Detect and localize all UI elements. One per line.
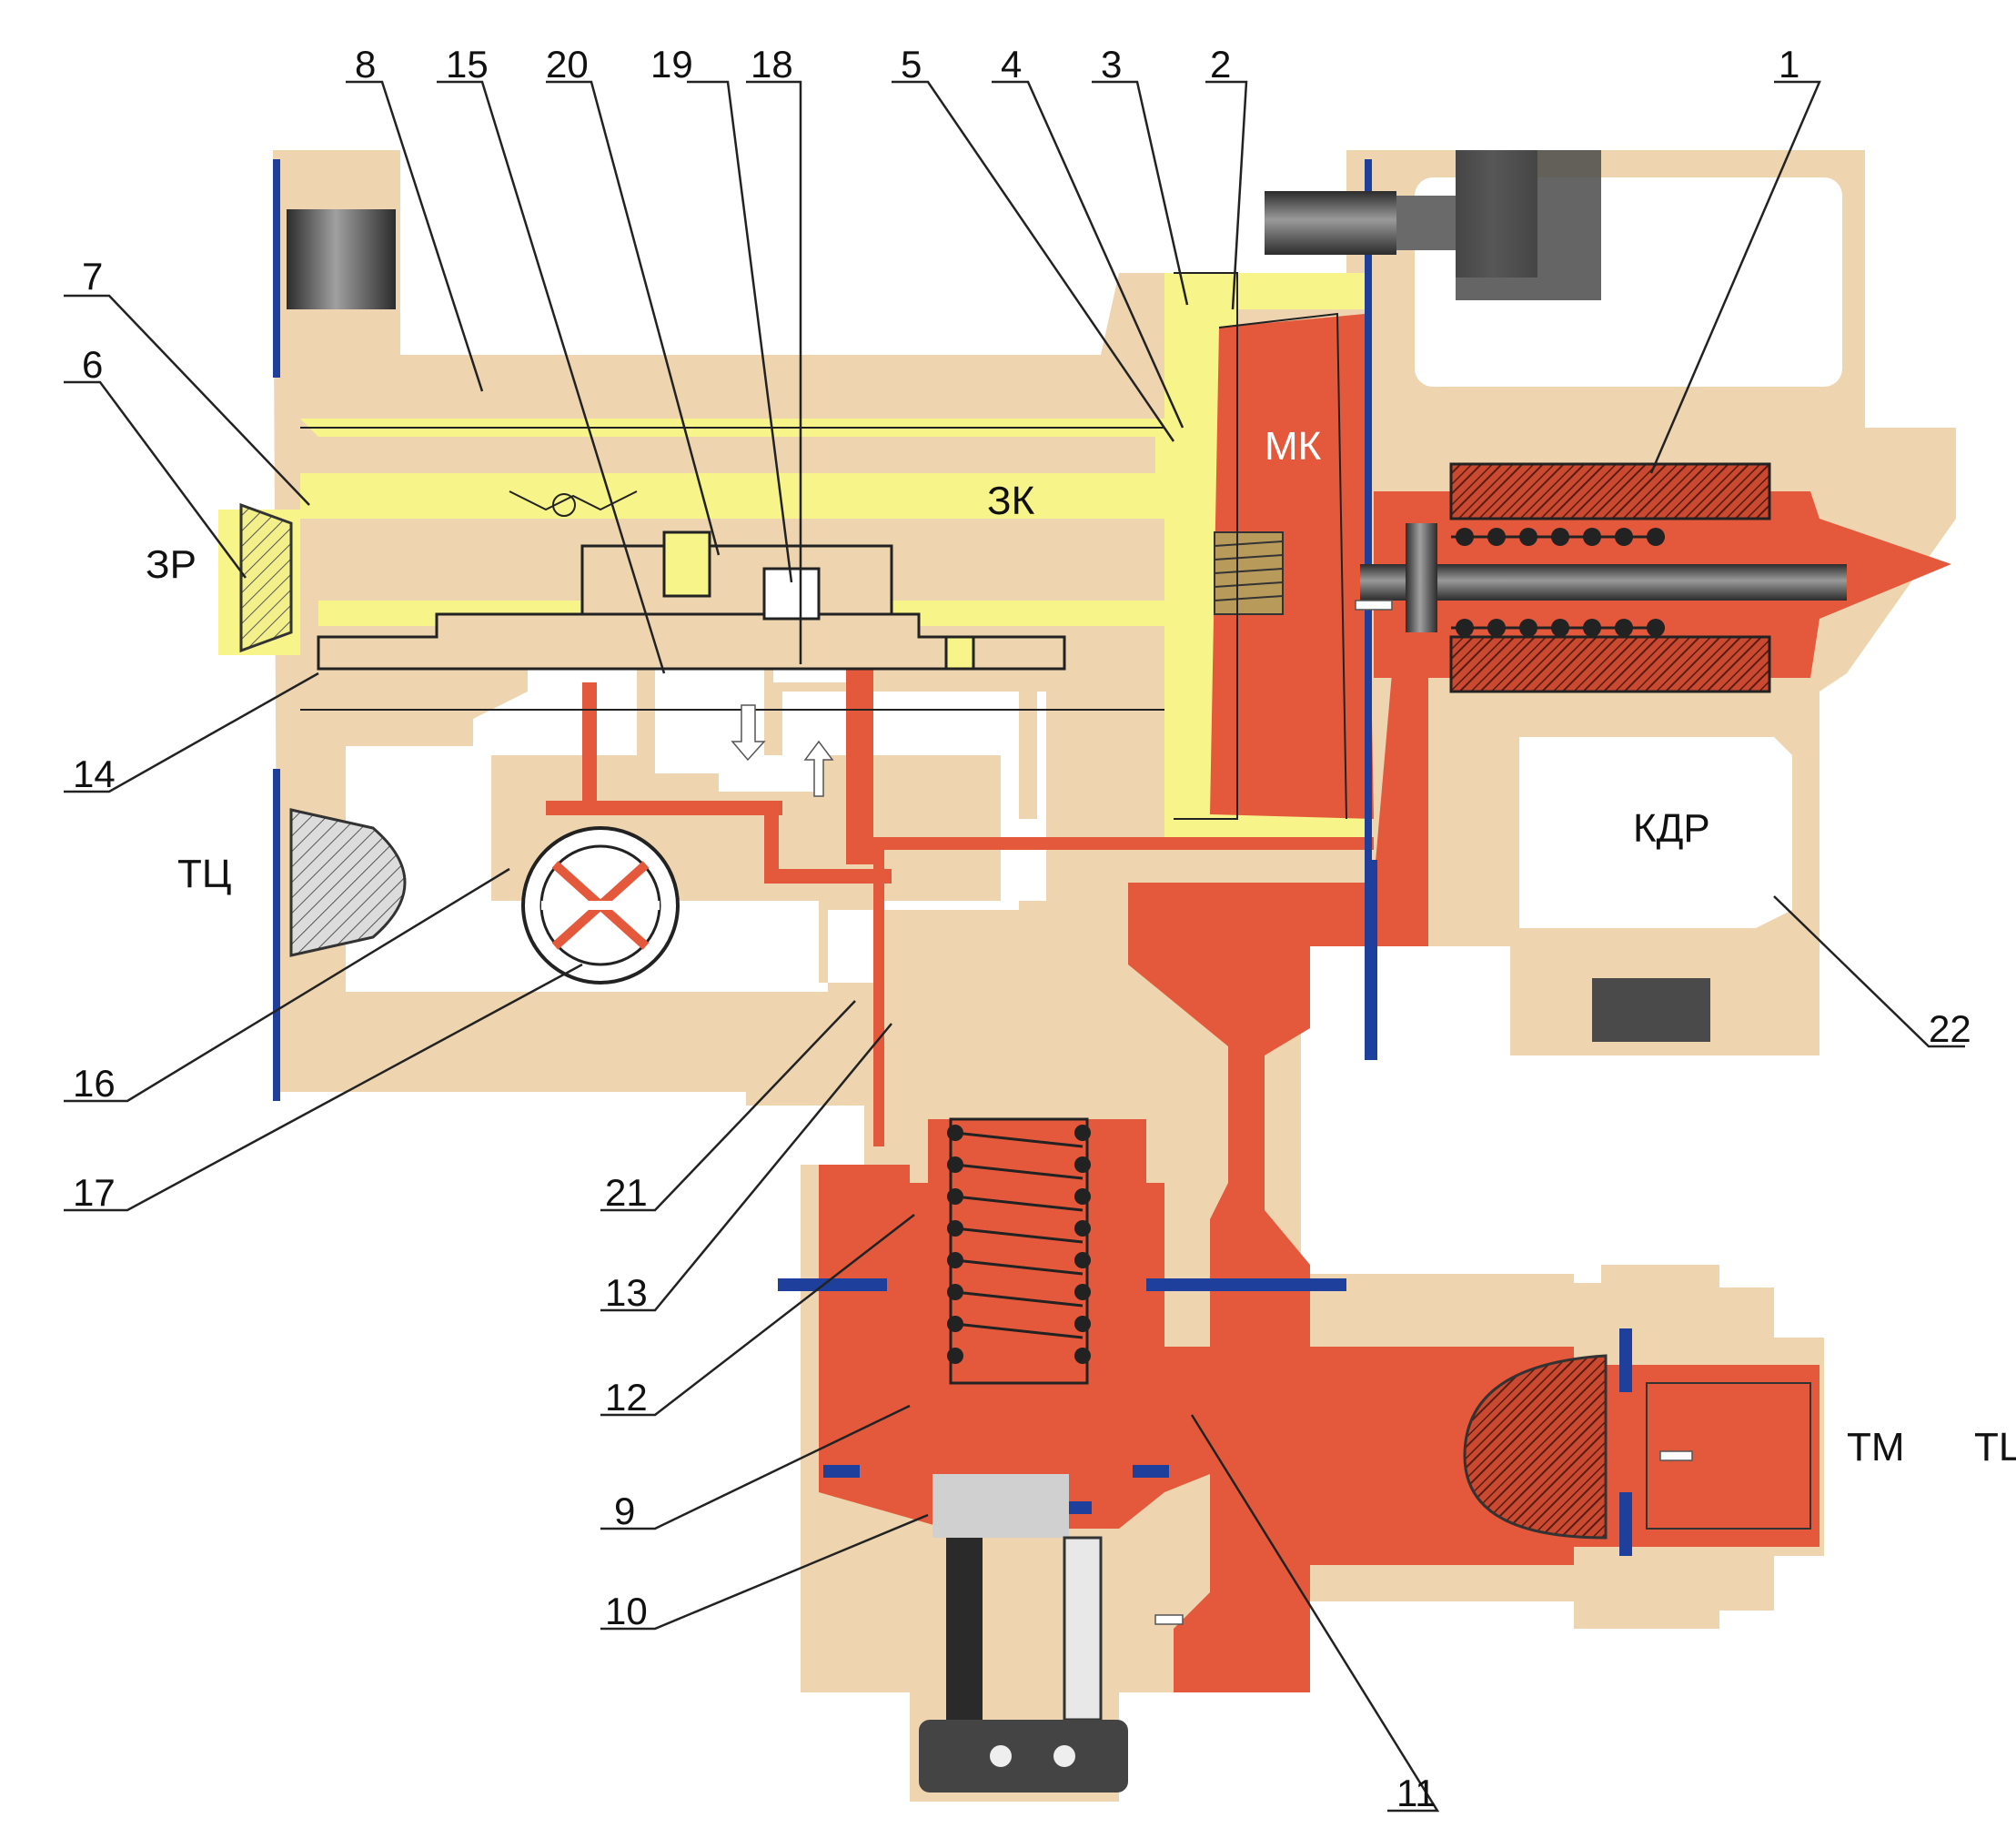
callout-15: 15 xyxy=(446,43,489,86)
metal-parts xyxy=(287,150,1847,1793)
kdr-chamber xyxy=(1519,737,1792,928)
mk-chamber xyxy=(1210,314,1374,819)
check-valve xyxy=(521,826,680,985)
callout-18: 18 xyxy=(751,43,793,86)
flow-arrows xyxy=(731,600,1693,1625)
callout-4: 4 xyxy=(1001,43,1022,86)
left-bolt xyxy=(287,209,396,309)
callout-21: 21 xyxy=(605,1171,648,1214)
filters xyxy=(239,502,1811,1540)
kdr-plug xyxy=(1592,978,1710,1042)
label-mk: МК xyxy=(1265,424,1322,469)
label-zk: ЗК xyxy=(987,479,1035,523)
callout-1: 1 xyxy=(1779,43,1799,86)
label-tm: ТМ xyxy=(1847,1425,1905,1469)
solenoid-plunger xyxy=(1360,564,1847,601)
drain-plug xyxy=(919,1720,1128,1793)
callout-11: 11 xyxy=(1396,1772,1436,1814)
mk-spring xyxy=(1214,531,1284,615)
callout-9: 9 xyxy=(614,1490,635,1532)
callout-19: 19 xyxy=(650,43,693,86)
callout-3: 3 xyxy=(1101,43,1122,86)
chamber-labels: МК ЗК ЗР ТЦ КДР ТМ ТЦ xyxy=(146,424,2016,1469)
callout-14: 14 xyxy=(73,752,116,795)
callout-8: 8 xyxy=(355,43,376,86)
callout-10: 10 xyxy=(605,1590,648,1632)
stem-left xyxy=(946,1538,983,1720)
slide-valve xyxy=(317,530,1066,671)
tm-bore xyxy=(1574,1365,1819,1547)
label-tc-left: ТЦ xyxy=(177,852,231,896)
relay-spring xyxy=(947,1117,1091,1385)
callout-6: 6 xyxy=(82,343,103,386)
callout-numbers: 1 2 3 4 5 6 7 8 9 10 11 12 13 14 15 16 1… xyxy=(73,43,1971,1814)
callout-17: 17 xyxy=(73,1171,116,1214)
callout-22: 22 xyxy=(1929,1007,1971,1050)
leader-lines xyxy=(64,80,1965,1813)
label-tc-right: ТЦ xyxy=(1974,1425,2016,1469)
callout-7: 7 xyxy=(82,255,103,298)
gaskets xyxy=(273,159,1632,1556)
callout-5: 5 xyxy=(901,43,922,86)
tm-filter xyxy=(1463,1354,1608,1540)
solenoid-coil xyxy=(1406,462,1771,693)
callout-2: 2 xyxy=(1210,43,1231,86)
callout-12: 12 xyxy=(605,1376,648,1419)
main-pipe xyxy=(1128,673,1574,1692)
callout-13: 13 xyxy=(605,1271,648,1314)
callout-20: 20 xyxy=(546,43,589,86)
zr-filter xyxy=(239,502,293,653)
structure-lines xyxy=(300,272,1347,820)
callout-16: 16 xyxy=(73,1062,116,1105)
tc-filter xyxy=(289,808,407,957)
top-bolt-head xyxy=(1265,191,1396,255)
label-kdr: КДР xyxy=(1633,806,1710,851)
label-zr: ЗР xyxy=(146,542,197,587)
